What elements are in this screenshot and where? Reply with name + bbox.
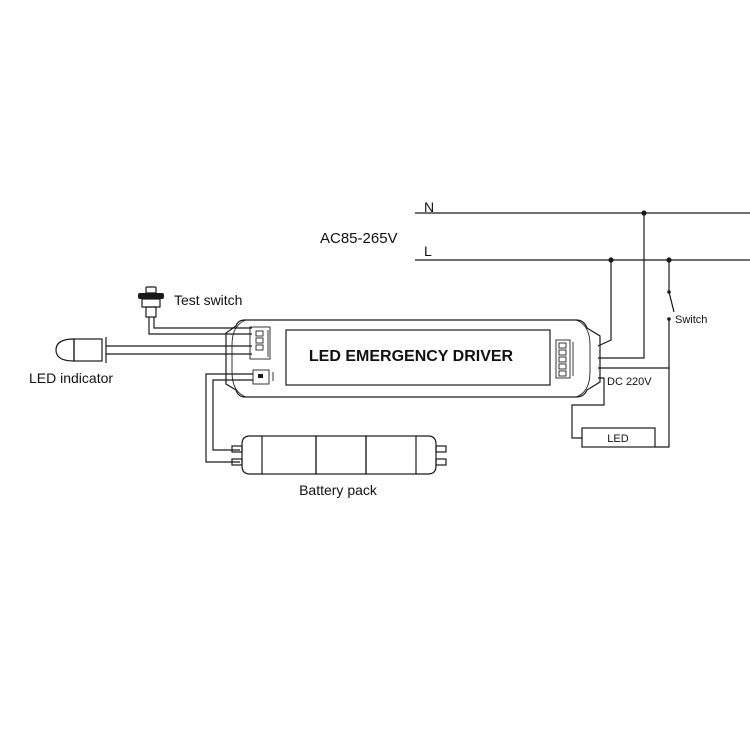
supply-voltage-label: AC85-265V [320, 230, 398, 247]
led-indicator-label: LED indicator [29, 370, 113, 386]
test-switch-wire-a [148, 317, 252, 335]
driver-right-cap [575, 319, 591, 398]
battery-pack: Battery pack [205, 373, 447, 498]
battery-wire-a [205, 373, 253, 463]
led-indicator-body [73, 338, 103, 362]
test-switch-wire-b [153, 317, 252, 329]
right-terminal-1 [558, 342, 567, 349]
switch-terminal-top [667, 290, 671, 294]
dc-output-wiring: DC 220V LED [571, 376, 656, 448]
battery-socket-pin [258, 374, 263, 378]
battery-socket [252, 369, 270, 385]
switch-return-wire [655, 368, 670, 448]
right-terminal-4 [558, 363, 567, 370]
left-terminal-block [249, 326, 271, 360]
right-terminal-2 [558, 349, 567, 356]
left-terminal-1 [255, 330, 264, 337]
right-terminal-block [555, 339, 571, 379]
battery-right-terminal-2 [435, 458, 447, 466]
battery-cell-2 [315, 435, 367, 475]
led-indicator: LED indicator [29, 337, 252, 386]
neutral-to-driver-wire [598, 213, 645, 359]
battery-right-end [416, 435, 437, 475]
driver-housing [225, 319, 601, 398]
driver-left-cap [231, 319, 247, 398]
mains-supply: N L AC85-265V [320, 199, 750, 263]
live-label: L [424, 243, 432, 259]
battery-right-terminal-1 [435, 445, 447, 453]
dc-voltage-label: DC 220V [607, 376, 652, 388]
switch-contact [668, 291, 675, 313]
left-terminal-2 [255, 337, 264, 344]
battery-cell-3 [365, 435, 417, 475]
left-terminal-3 [255, 344, 264, 351]
test-switch-body [141, 298, 161, 308]
test-switch-ring [138, 293, 164, 299]
driver-unit: LED EMERGENCY DRIVER [225, 319, 601, 398]
led-load [581, 427, 656, 448]
test-switch-cap [145, 286, 157, 294]
switch-to-driver-wire [598, 319, 670, 369]
switch-label: Switch [675, 314, 707, 326]
test-switch-label: Test switch [174, 292, 242, 308]
right-terminal-5 [558, 370, 567, 377]
dc-output-wire [571, 377, 605, 439]
battery-left-terminal-1 [231, 445, 243, 453]
battery-left-end [241, 435, 262, 475]
driver-title: LED EMERGENCY DRIVER [309, 348, 514, 365]
battery-cell-1 [261, 435, 317, 475]
neutral-label: N [424, 199, 434, 215]
led-load-label: LED [607, 433, 628, 445]
driver-label-panel [285, 329, 551, 386]
live-to-driver-wire [597, 260, 612, 347]
right-terminal-3 [558, 356, 567, 363]
battery-pack-label: Battery pack [299, 482, 378, 498]
driver-input-wiring: Switch [597, 213, 707, 448]
battery-wire-b [212, 379, 253, 451]
test-switch: Test switch [138, 286, 252, 335]
led-indicator-dome [55, 338, 75, 362]
test-switch-stem [145, 306, 157, 318]
